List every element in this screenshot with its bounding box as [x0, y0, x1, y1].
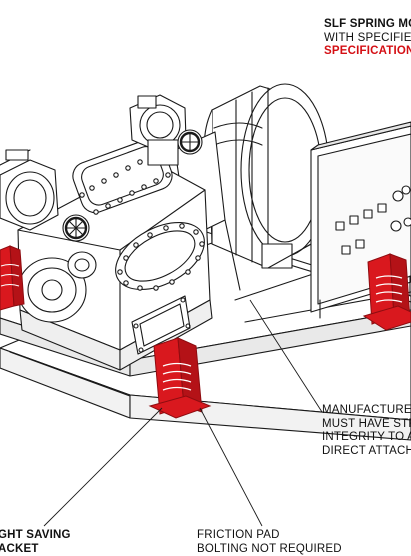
- callout-manufacturer-line1: MANUFACTURE: [322, 404, 411, 418]
- callout-weight-saving-bracket: GHT SAVING ACKET: [0, 529, 71, 556]
- callout-manufacturer-line3: INTEGRITY TO A: [322, 431, 411, 445]
- electric-motor: [204, 84, 329, 268]
- callout-spring-mount: SLF SPRING MO WITH SPECIFIED SPECIFICATI…: [324, 18, 411, 59]
- valve-handwheel-top: [178, 130, 202, 154]
- callout-weight-saving-line2: ACKET: [0, 543, 71, 556]
- callout-friction-pad-line1: FRICTION PAD: [197, 529, 342, 543]
- callout-manufacturer-line2: MUST HAVE STR: [322, 418, 411, 432]
- callout-friction-pad-line2: BOLTING NOT REQUIRED: [197, 543, 342, 556]
- spring-mount-right: [364, 254, 411, 330]
- callout-manufacturer: MANUFACTURE MUST HAVE STR INTEGRITY TO A…: [322, 404, 411, 458]
- spring-mount-left: [0, 246, 24, 310]
- callout-spring-mount-title: SLF SPRING MO: [324, 18, 411, 32]
- callout-weight-saving-line1: GHT SAVING: [0, 529, 71, 543]
- left-cylinder-head: [0, 150, 58, 230]
- callout-friction-pad: FRICTION PAD BOLTING NOT REQUIRED: [197, 529, 342, 556]
- callout-manufacturer-line4: DIRECT ATTACH: [322, 445, 411, 459]
- leader-line-left: [44, 408, 162, 526]
- valve-handwheel-left: [63, 215, 89, 241]
- callout-spring-mount-spec: SPECIFICATION: [324, 45, 411, 59]
- callout-spring-mount-line2: WITH SPECIFIED: [324, 32, 411, 46]
